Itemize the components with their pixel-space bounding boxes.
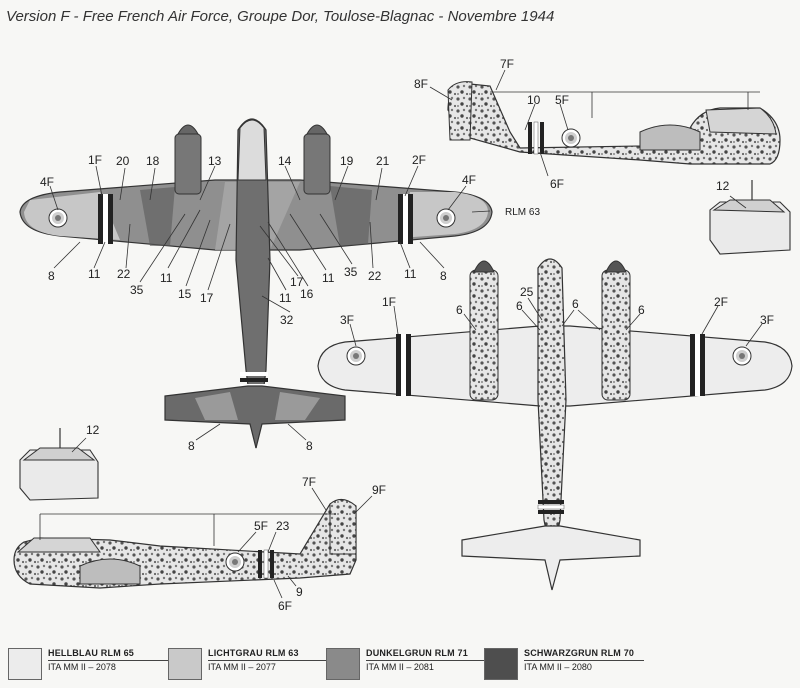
callout-label: 5F <box>555 93 569 107</box>
side-view-left <box>13 499 357 589</box>
callout-label: 6F <box>550 177 564 191</box>
callout-label: 16 <box>300 287 314 301</box>
callout-label: 9F <box>372 483 386 497</box>
callout-label: 6 <box>516 299 523 313</box>
top-view-aircraft <box>19 118 493 449</box>
callout-label: 11 <box>322 271 335 285</box>
callout-label: 23 <box>276 519 290 533</box>
callout-label: 22 <box>117 267 131 281</box>
callout-label: 8 <box>188 439 195 453</box>
cockpit-inset-left <box>19 428 99 501</box>
callout-label: 11 <box>88 267 101 281</box>
callout-label: 10 <box>527 93 541 107</box>
callout-label: 35 <box>130 283 144 297</box>
bottom-view-aircraft <box>317 258 793 591</box>
callout-label: 8 <box>440 269 447 283</box>
callout-label: 4F <box>462 173 476 187</box>
legend-name: LICHTGRAU RLM 63 <box>208 648 299 658</box>
callout-label: 14 <box>278 154 292 168</box>
legend-code: ITA MM II – 2078 <box>48 662 116 672</box>
callout-label: 19 <box>340 154 354 168</box>
callout-label: RLM 63 <box>505 207 540 218</box>
legend-name: DUNKELGRUN RLM 71 <box>366 648 468 658</box>
callout-label: 21 <box>376 154 390 168</box>
callout-label: 6 <box>572 297 579 311</box>
legend-divider <box>524 660 644 661</box>
callout-label: 32 <box>280 313 294 327</box>
callout-label: 3F <box>340 313 354 327</box>
top-view-leaders <box>49 165 491 441</box>
callout-labels: 4F 1F 20 18 13 14 19 21 2F 4F RLM 63 8 1… <box>40 57 774 613</box>
callout-label: 25 <box>520 285 534 299</box>
legend-divider <box>366 660 486 661</box>
legend-name: SCHWARZGRUN RLM 70 <box>524 648 635 658</box>
color-swatch <box>326 648 360 680</box>
callout-label: 17 <box>290 275 304 289</box>
callout-label: 6F <box>278 599 292 613</box>
page-title: Version F - Free French Air Force, Group… <box>6 8 555 25</box>
callout-label: 12 <box>86 423 100 437</box>
callout-label: 8F <box>414 77 428 91</box>
callout-label: 2F <box>412 153 426 167</box>
callout-label: 11 <box>160 271 173 285</box>
callout-label: 7F <box>500 57 514 71</box>
legend-code: ITA MM II – 2081 <box>366 662 434 672</box>
legend-divider <box>208 660 328 661</box>
callout-label: 20 <box>116 154 130 168</box>
callout-label: 11 <box>279 291 292 305</box>
callout-label: 17 <box>200 291 214 305</box>
callout-label: 7F <box>302 475 316 489</box>
callout-label: 6 <box>456 303 463 317</box>
callout-label: 35 <box>344 265 358 279</box>
callout-label: 8 <box>306 439 313 453</box>
callout-label: 6 <box>638 303 645 317</box>
cockpit-inset-right <box>709 180 791 255</box>
color-swatch <box>484 648 518 680</box>
legend-code: ITA MM II – 2080 <box>524 662 592 672</box>
callout-label: 3F <box>760 313 774 327</box>
color-swatch <box>8 648 42 680</box>
callout-label: 11 <box>404 267 417 281</box>
callout-label: 1F <box>382 295 396 309</box>
callout-label: 22 <box>368 269 382 283</box>
color-swatch <box>168 648 202 680</box>
callout-label: 9 <box>296 585 303 599</box>
side-view-right <box>447 81 781 165</box>
callout-label: 2F <box>714 295 728 309</box>
callout-label: 4F <box>40 175 54 189</box>
legend-name: HELLBLAU RLM 65 <box>48 648 134 658</box>
callout-label: 12 <box>716 179 730 193</box>
legend-divider <box>48 660 168 661</box>
callout-label: 18 <box>146 154 160 168</box>
legend-code: ITA MM II – 2077 <box>208 662 276 672</box>
callout-label: 8 <box>48 269 55 283</box>
callout-label: 1F <box>88 153 102 167</box>
callout-label: 5F <box>254 519 268 533</box>
callout-label: 13 <box>208 154 222 168</box>
callout-label: 15 <box>178 287 192 301</box>
